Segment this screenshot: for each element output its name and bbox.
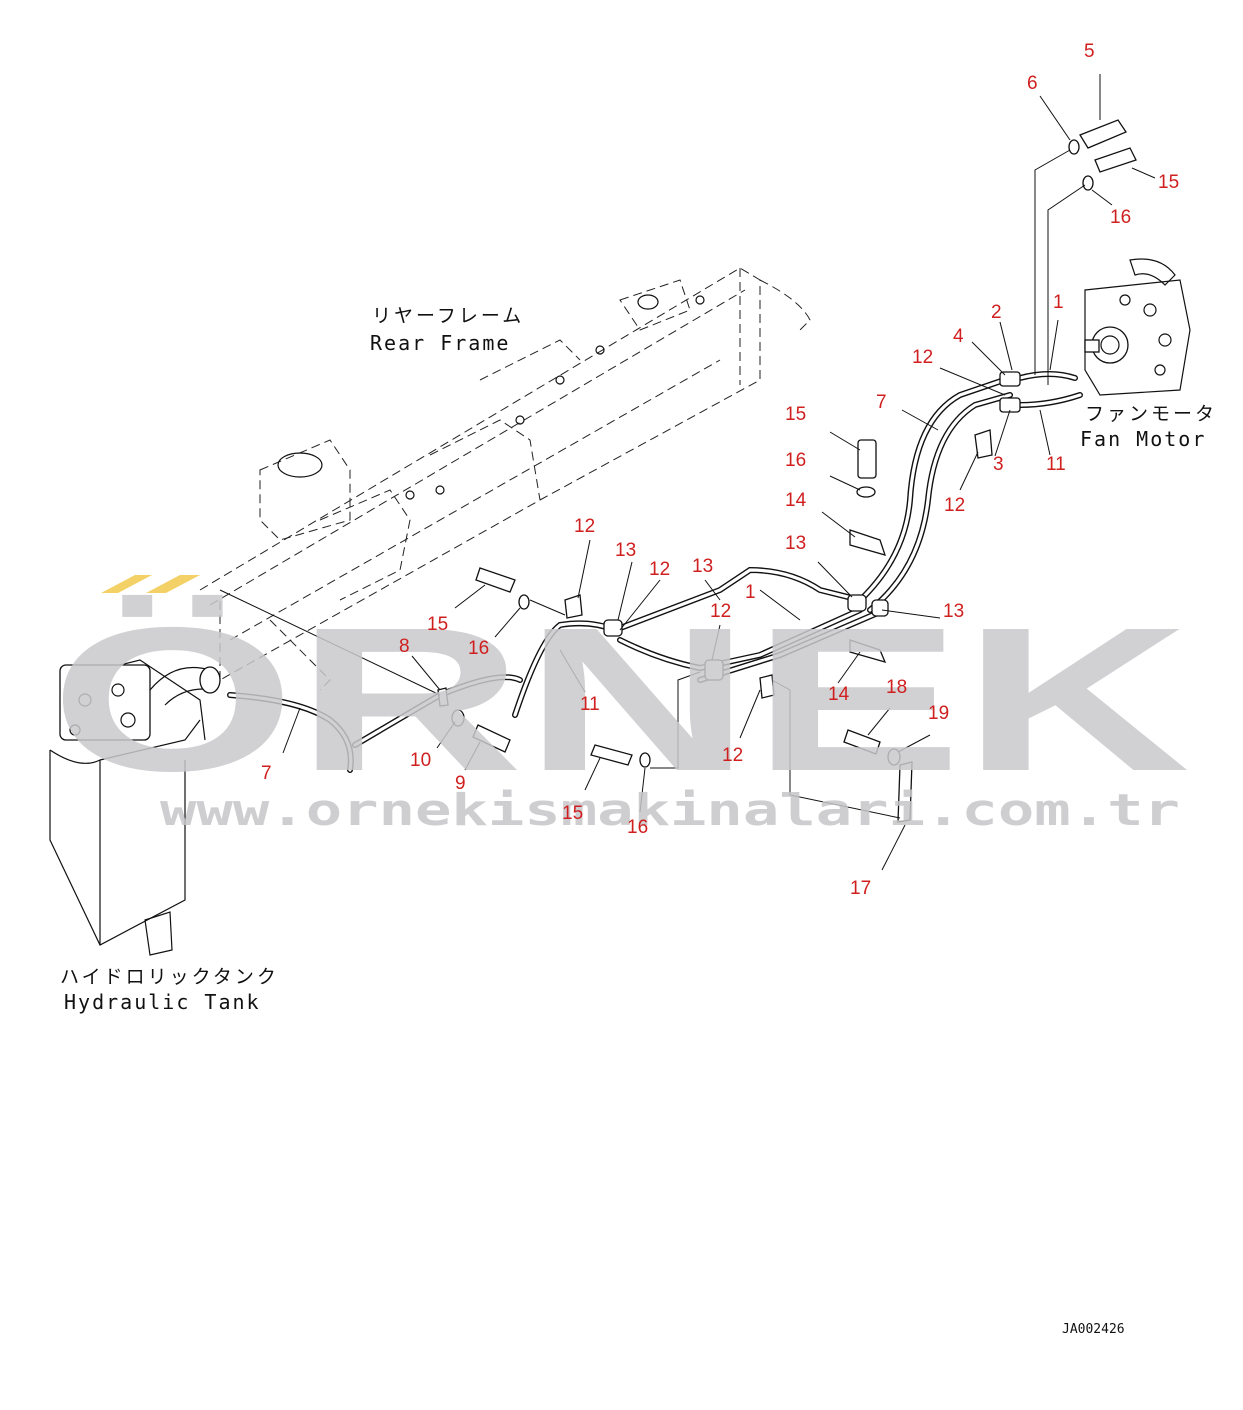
callout-8: 8	[399, 636, 410, 657]
hydraulic-tank	[49, 659, 221, 956]
callout-14: 14	[828, 684, 850, 705]
callout-4: 4	[953, 326, 964, 347]
callout-13: 13	[785, 533, 806, 554]
callout-3: 3	[993, 454, 1004, 475]
caption-fan-motor-jp: ファンモータ	[1085, 403, 1217, 425]
callout-16: 16	[468, 638, 489, 659]
leader-lines	[219, 74, 1156, 871]
callout-13: 13	[615, 540, 636, 561]
callout-13: 13	[943, 601, 964, 622]
callout-10: 10	[410, 750, 431, 771]
fan-motor	[1084, 258, 1191, 396]
callout-12: 12	[710, 601, 731, 622]
callout-7: 7	[261, 763, 272, 784]
callout-12: 12	[912, 347, 933, 368]
callout-11: 11	[580, 694, 600, 715]
callout-7: 7	[876, 392, 887, 413]
callout-16: 16	[627, 817, 648, 838]
callout-6: 6	[1027, 73, 1038, 94]
callout-14: 14	[785, 490, 807, 511]
callout-11: 11	[1046, 454, 1066, 475]
hose-lines	[227, 371, 1083, 773]
callout-12: 12	[722, 745, 743, 766]
callout-17: 17	[850, 878, 871, 899]
watermark-brand: ÖRNEK	[50, 585, 1190, 814]
callout-19: 19	[928, 703, 949, 724]
drawing-code: JA002426	[1062, 1322, 1125, 1337]
callout-15: 15	[1158, 172, 1179, 193]
callout-16: 16	[1110, 207, 1131, 228]
callout-13: 13	[692, 556, 713, 577]
callout-12: 12	[944, 495, 965, 516]
watermark-url: www.ornekismakinalari.com.tr	[160, 785, 1180, 836]
caption-rear-frame-en: Rear Frame	[370, 331, 510, 355]
callout-15: 15	[562, 803, 583, 824]
callout-5: 5	[1084, 41, 1095, 62]
callout-labels: 5 6 15 16 1 2 4 12 7 3 11 12 15 16 14 13…	[261, 41, 1179, 899]
caption-hydraulic-tank-jp: ハイドロリックタンク	[60, 966, 279, 988]
callout-15: 15	[427, 614, 448, 635]
callout-15: 15	[785, 404, 806, 425]
callout-9: 9	[455, 773, 466, 794]
accent-mark	[146, 575, 200, 593]
callout-12: 12	[649, 559, 670, 580]
rear-frame-outline	[199, 267, 811, 691]
watermark: ÖRNEK www.ornekismakinalari.com.tr	[50, 575, 1190, 836]
callout-12: 12	[574, 516, 595, 537]
callout-16: 16	[785, 450, 806, 471]
callout-2: 2	[991, 302, 1002, 323]
callout-1: 1	[745, 582, 756, 603]
caption-hydraulic-tank-en: Hydraulic Tank	[64, 990, 261, 1014]
callout-18: 18	[886, 677, 907, 698]
caption-rear-frame-jp: リヤーフレーム	[372, 305, 524, 327]
accent-mark	[101, 575, 152, 593]
caption-fan-motor-en: Fan Motor	[1080, 427, 1206, 451]
callout-1: 1	[1053, 292, 1064, 313]
